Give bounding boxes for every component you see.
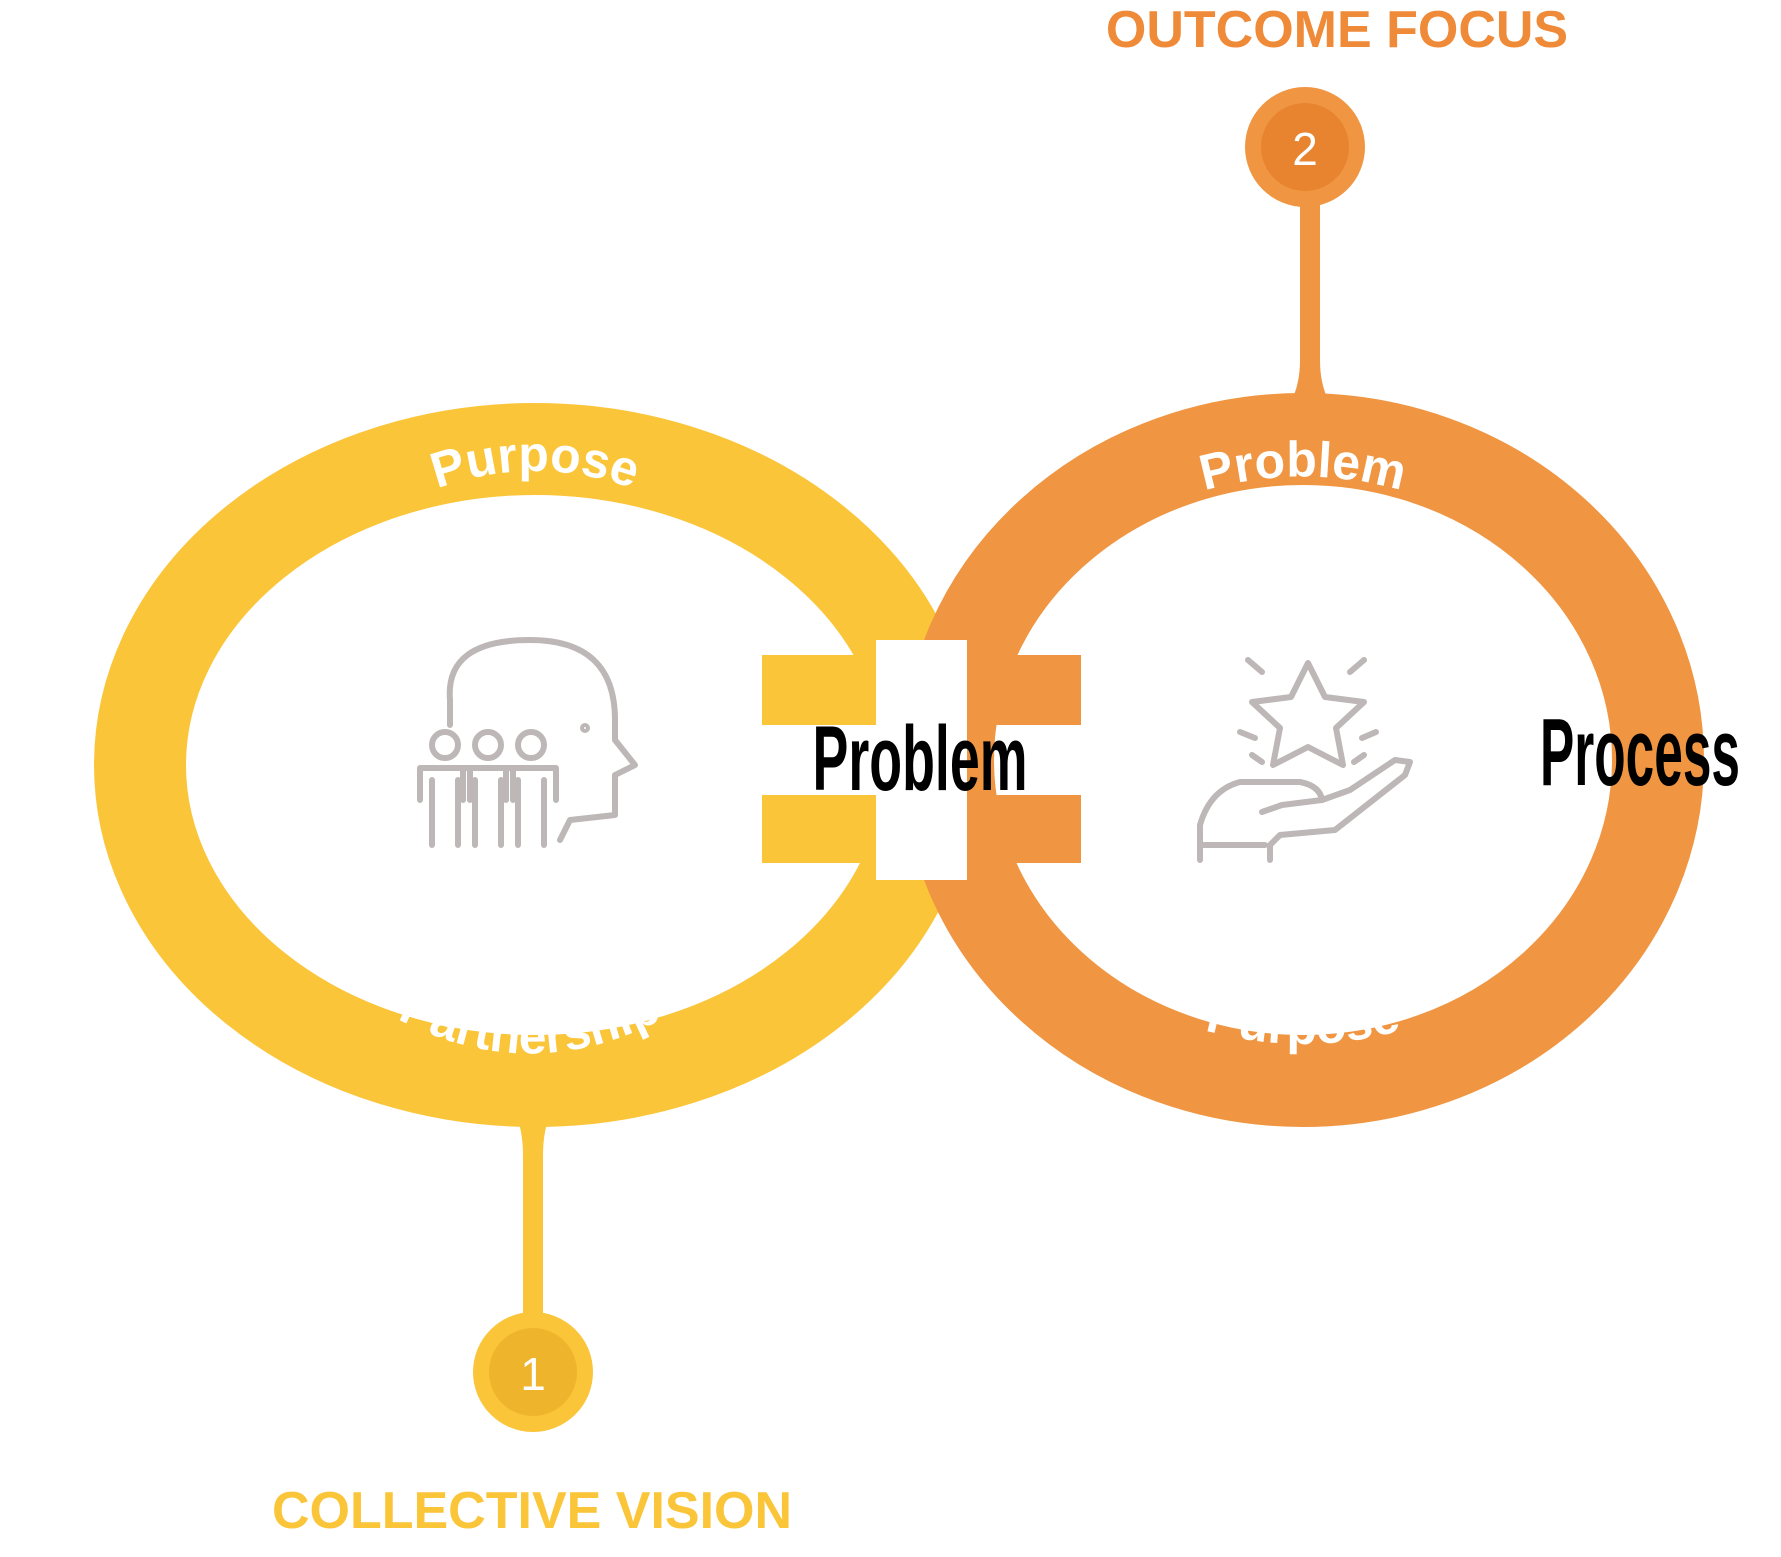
stage-2-node-inner — [1261, 103, 1349, 191]
stage-1-connector-bottom — [762, 795, 876, 863]
stage-2-stem — [1300, 195, 1320, 380]
stage-1-group: 1 Purpose Partnership COLLECTIVE VISION — [94, 403, 976, 1540]
center-gap — [876, 640, 967, 880]
stage-1-heading: COLLECTIVE VISION — [272, 1482, 792, 1540]
stage-2-ring-bottom-label: Purpose — [1202, 987, 1405, 1055]
team-thinking-icon — [417, 637, 638, 848]
stage-1-number: 1 — [520, 1348, 546, 1400]
connector-word: Problem — [813, 708, 1028, 810]
stage-2-number: 2 — [1292, 123, 1318, 175]
stage-2-ring-top-label: Problem — [1194, 431, 1412, 501]
stage-1-node-inner — [489, 1328, 577, 1416]
right-word: Process — [1540, 699, 1740, 806]
stage-1-connector-top — [762, 655, 876, 725]
hand-star-icon — [1197, 657, 1413, 863]
stage-2-connector-bottom — [967, 795, 1081, 863]
stage-2-group: 2 Problem Purpose OUTCOME FOCUS — [902, 1, 1704, 1127]
stage-2-connector-top — [967, 655, 1081, 725]
stage-2-heading: OUTCOME FOCUS — [1106, 1, 1568, 59]
